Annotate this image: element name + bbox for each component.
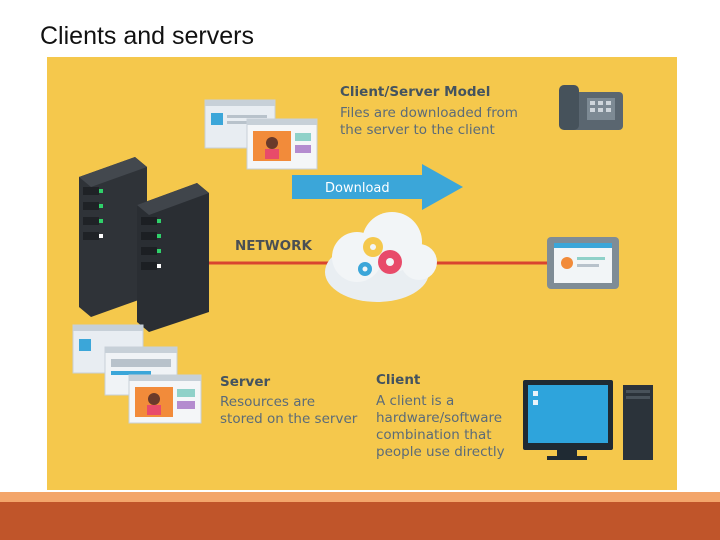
cloud-gears-icon [325, 212, 437, 302]
server-title: Server [220, 374, 271, 390]
client-server-diagram: Download [47, 57, 677, 490]
client-line-1: A client is a [376, 393, 455, 409]
desktop-computer-icon [523, 380, 653, 460]
client-line-4: people use directly [376, 444, 505, 460]
bottom-bar [0, 502, 720, 540]
client-line-2: hardware/software [376, 410, 503, 426]
slide-title: Clients and servers [40, 22, 254, 50]
download-arrow: Download [292, 164, 463, 210]
client-line-3: combination that [376, 427, 492, 443]
network-label: NETWORK [235, 238, 312, 254]
top-windows [204, 99, 318, 170]
bottom-windows [72, 324, 202, 424]
tablet-icon [547, 237, 619, 289]
bottom-accent-stripe [0, 492, 720, 502]
server-line-2: stored on the server [220, 411, 358, 427]
model-title: Client/Server Model [340, 84, 491, 100]
model-line-2: the server to the client [340, 122, 495, 138]
model-line-1: Files are downloaded from [340, 105, 518, 121]
phone-icon [559, 85, 623, 130]
client-title: Client [376, 372, 421, 388]
server-racks-icon [79, 157, 209, 332]
server-line-1: Resources are [220, 394, 316, 410]
arrow-label: Download [325, 181, 390, 196]
